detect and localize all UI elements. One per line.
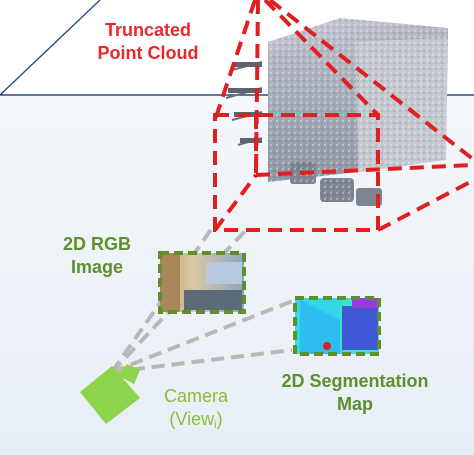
camera-label-line2-subscript: i [214, 419, 217, 431]
segmentation-label-line2: Map [337, 394, 373, 414]
camera-label-line2: (Viewi) [146, 408, 246, 437]
segmentation-label: 2D Segmentation Map [270, 370, 440, 416]
point-cloud-label-line2: Point Cloud [97, 43, 199, 63]
camera-label-line2-prefix: (View [169, 409, 215, 429]
truncated-frustum [213, 0, 474, 232]
segmentation-map-thumbnail [293, 296, 381, 356]
camera-icon [80, 364, 140, 424]
camera-label-line2-suffix: ) [216, 409, 223, 429]
rgb-image-label: 2D RGB Image [42, 233, 152, 279]
rgb-image-label-line1: 2D RGB [62, 234, 131, 254]
rgb-image-label-line2: Image [70, 257, 124, 277]
point-cloud-label-line1: Truncated [104, 20, 192, 40]
camera-label: Camera (Viewi) [146, 385, 246, 437]
segmentation-label-line1: 2D Segmentation [281, 371, 429, 391]
rgb-image-thumbnail [158, 251, 246, 314]
camera-label-line1: Camera [163, 386, 229, 406]
point-cloud-label: Truncated Point Cloud [78, 19, 218, 65]
